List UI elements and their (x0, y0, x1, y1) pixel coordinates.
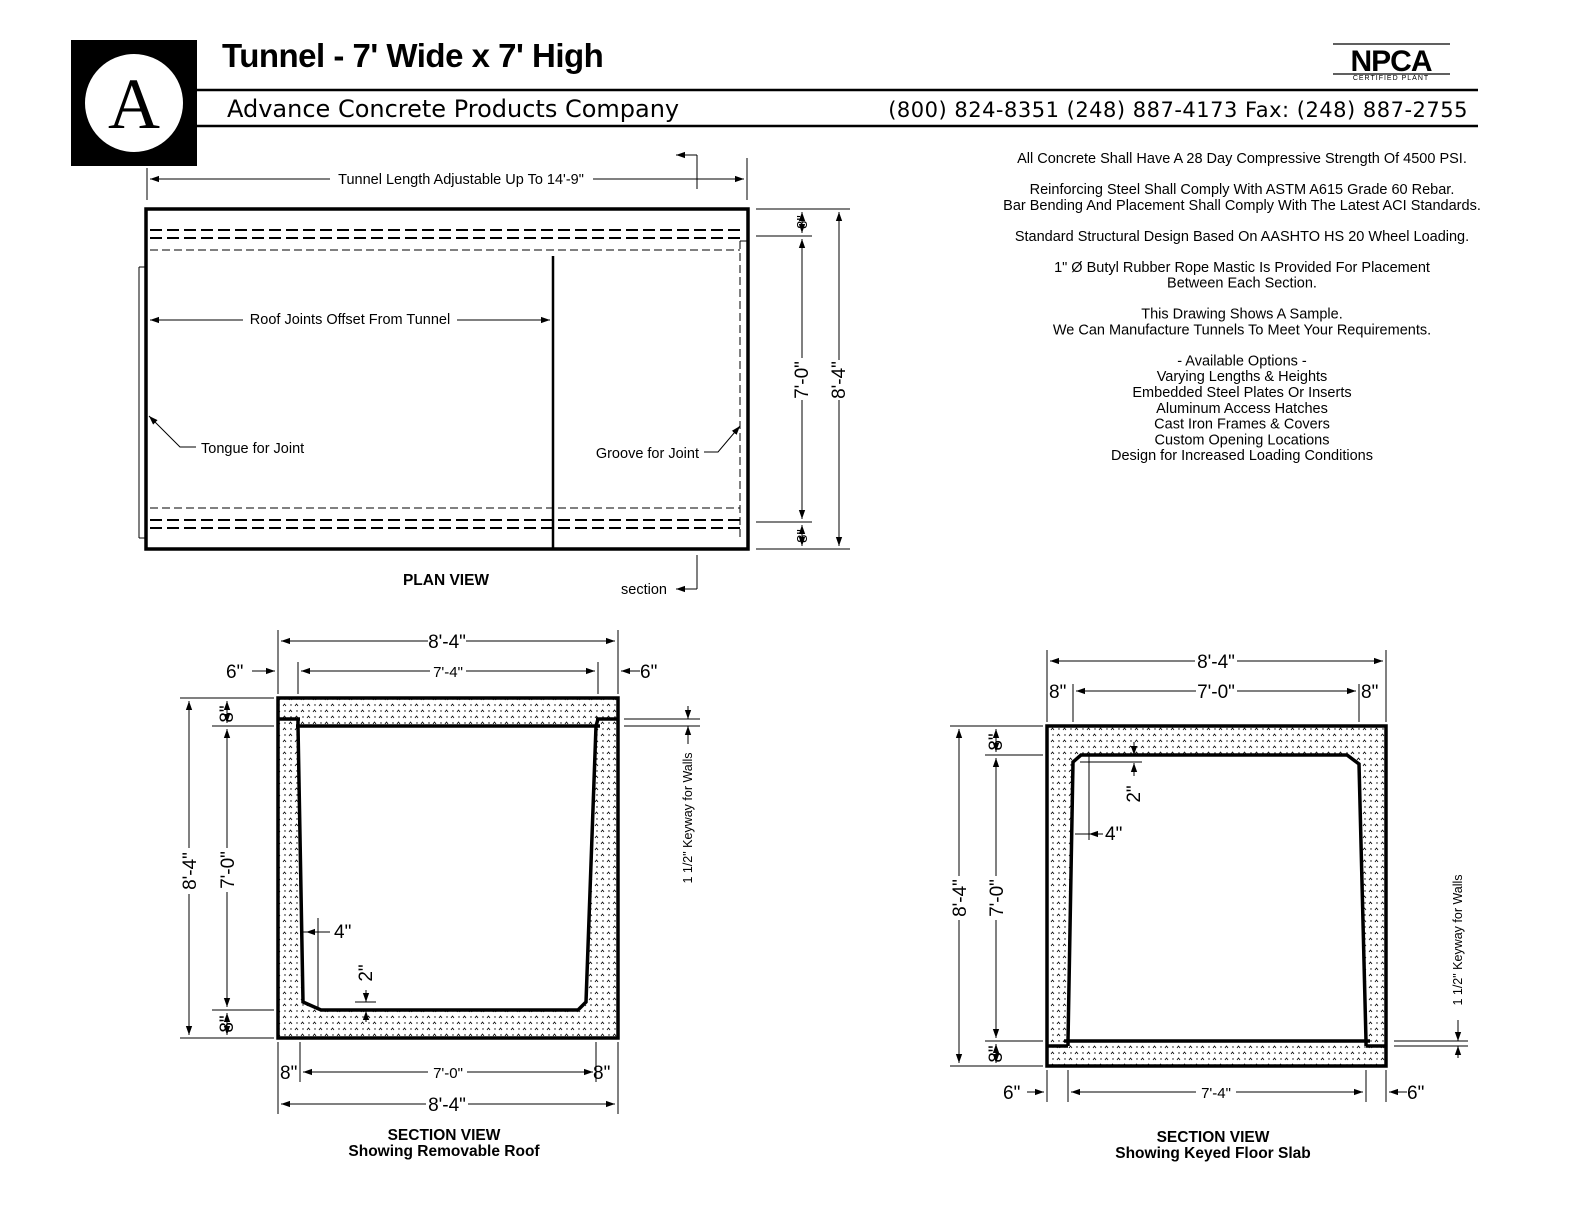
roof-right-6: 6" (640, 662, 657, 683)
note-line: Bar Bending And Placement Shall Comply W… (1003, 198, 1481, 214)
roof-left-inner: 7'-0" (218, 851, 239, 889)
roof-left-top: 8" (217, 705, 238, 722)
floor-keyway: 1 1/2" Keyway for Walls (1451, 874, 1465, 1005)
floor-bot-left: 6" (1003, 1083, 1020, 1104)
roof-caption-2: Showing Removable Roof (348, 1143, 540, 1160)
floor-top-outer: 8'-4" (1197, 652, 1235, 673)
npca-badge: NPCA CERTIFIED PLANT (1333, 43, 1450, 82)
plan-length-label: Tunnel Length Adjustable Up To 14'-9" (338, 172, 584, 188)
note-line: We Can Manufacture Tunnels To Meet Your … (1053, 322, 1431, 338)
floor-left-inner: 7'-0" (987, 879, 1008, 917)
note-line: 1" Ø Butyl Rubber Rope Mastic Is Provide… (1054, 260, 1430, 276)
plan-outline (144, 207, 750, 551)
phone-numbers: (800) 824-8351 (248) 887-4173 Fax: (248)… (888, 98, 1468, 122)
floor-section-concrete (1047, 726, 1386, 1066)
note-line: Embedded Steel Plates Or Inserts (1132, 385, 1351, 401)
header: A Tunnel - 7' Wide x 7' High Advance Con… (71, 37, 1478, 166)
floor-two: 2" (1124, 785, 1145, 802)
floor-left-top: 8" (986, 733, 1007, 750)
plan-roof-joints-label: Roof Joints Offset From Tunnel (250, 312, 450, 328)
plan-dim-total: 8'-4" (829, 361, 850, 399)
section-view-roof: 8'-4" 7'-4" 6" 6" 8'-4" 8" 7'-0" 8" 1 1/… (180, 630, 700, 1160)
note-line: Cast Iron Frames & Covers (1154, 417, 1330, 433)
section-view-floor: 8'-4" 8" 7'-0" 8" 8'-4" 8" 7'-0" 8" 2" 4… (950, 650, 1468, 1162)
page-title: Tunnel - 7' Wide x 7' High (222, 37, 603, 74)
logo-circle (85, 54, 183, 152)
plan-view: Tunnel Length Adjustable Up To 14'-9" Ro… (138, 151, 850, 598)
plan-tongue-label: Tongue for Joint (201, 441, 304, 457)
note-line: Varying Lengths & Heights (1157, 369, 1328, 385)
roof-top-outer: 8'-4" (428, 632, 466, 653)
floor-caption-2: Showing Keyed Floor Slab (1115, 1145, 1311, 1162)
floor-left-bot: 8" (986, 1045, 1007, 1062)
note-line: Custom Opening Locations (1155, 432, 1330, 448)
note-line: Reinforcing Steel Shall Comply With ASTM… (1030, 182, 1455, 198)
npca-badge-main: NPCA (1350, 45, 1431, 78)
floor-four: 4" (1105, 824, 1122, 845)
floor-top-right: 8" (1361, 682, 1378, 703)
floor-caption-1: SECTION VIEW (1157, 1129, 1270, 1146)
general-notes: All Concrete Shall Have A 28 Day Compres… (1003, 151, 1481, 464)
roof-keyway: 1 1/2" Keyway for Walls (681, 752, 695, 883)
plan-dim-top: 8" (794, 215, 811, 229)
roof-section-concrete (278, 698, 618, 1038)
company-name: Advance Concrete Products Company (227, 95, 679, 123)
floor-top-left: 8" (1049, 682, 1066, 703)
npca-badge-sub: CERTIFIED PLANT (1353, 75, 1429, 82)
note-line: Aluminum Access Hatches (1156, 401, 1328, 417)
floor-bot-right: 6" (1407, 1083, 1424, 1104)
floor-left-total: 8'-4" (950, 879, 971, 917)
plan-dim-bot: 8" (794, 529, 811, 543)
plan-view-caption: PLAN VIEW (403, 572, 489, 589)
roof-left-total: 8'-4" (180, 852, 201, 890)
note-line: - Available Options - (1177, 353, 1307, 369)
roof-bot-left: 8" (280, 1063, 297, 1084)
roof-four: 4" (334, 922, 351, 943)
floor-bot-inner: 7'-4" (1201, 1085, 1231, 1102)
plan-groove-label: Groove for Joint (596, 446, 699, 462)
roof-left-6: 6" (226, 662, 243, 683)
roof-caption-1: SECTION VIEW (388, 1127, 501, 1144)
note-line: Standard Structural Design Based On AASH… (1015, 229, 1469, 245)
note-line: Between Each Section. (1167, 276, 1317, 292)
note-line: This Drawing Shows A Sample. (1141, 307, 1342, 323)
roof-bot-right: 8" (593, 1063, 610, 1084)
roof-left-bot: 8" (217, 1015, 238, 1032)
roof-two: 2" (356, 964, 377, 981)
roof-bot-outer: 8'-4" (428, 1095, 466, 1116)
roof-top-inner: 7'-4" (433, 664, 463, 681)
floor-top-inner: 7'-0" (1197, 682, 1235, 703)
note-line: Design for Increased Loading Conditions (1111, 448, 1373, 464)
note-line: All Concrete Shall Have A 28 Day Compres… (1017, 151, 1467, 167)
plan-dim-mid: 7'-0" (792, 361, 813, 399)
roof-bot-inner: 7'-0" (433, 1065, 463, 1082)
plan-section-label: section (621, 582, 667, 598)
logo-letter: A (108, 64, 160, 144)
